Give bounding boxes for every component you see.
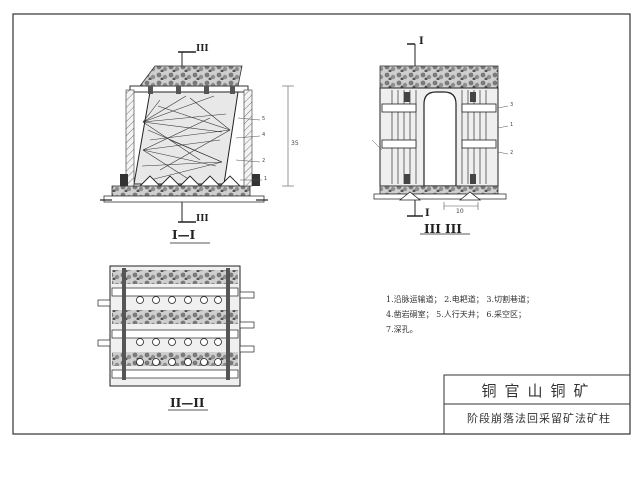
sheet-border <box>12 13 631 435</box>
section-label-ii-ii: II—II <box>170 396 205 410</box>
drawing-title: 阶段崩落法回采留矿法矿柱 <box>467 412 611 425</box>
dimension-height: 35 <box>291 140 299 147</box>
draw-point-grid <box>136 296 222 366</box>
rubble-cap-right <box>379 65 499 89</box>
callout-right-1: 1 <box>510 122 514 128</box>
section-label-i-i: I—I <box>172 228 196 242</box>
cut-marker-i-top: I <box>419 36 424 47</box>
callout-left-2: 2 <box>262 158 266 164</box>
legend: 1.沿脉运输道； 2.电耙道； 3.切割巷道； 4.凿岩硐室； 5.人行天井； … <box>386 292 616 337</box>
section-label-iii-iii: III III <box>424 222 462 236</box>
mine-name: 铜官山铜矿 <box>481 381 597 400</box>
section-i-i-drawing <box>100 51 294 244</box>
central-void <box>423 91 457 187</box>
callout-right-3: 3 <box>510 102 514 108</box>
section-ii-ii-drawing <box>97 265 255 411</box>
cut-marker-iii-top: III <box>196 44 209 54</box>
section-iii-iii-drawing <box>371 43 509 235</box>
legend-line-3: 7.深孔。 <box>386 325 418 334</box>
title-block-frame <box>443 374 631 435</box>
ore-body <box>133 91 239 185</box>
dimension-width: 10 <box>456 208 464 215</box>
cut-marker-iii-bottom: III <box>196 214 209 224</box>
legend-line-2: 4.凿岩硐室； 5.人行天井； 6.采空区； <box>386 310 526 319</box>
callout-left-4: 4 <box>262 132 266 138</box>
callout-right-2: 2 <box>510 150 514 156</box>
rubble-cap <box>139 65 243 87</box>
callout-left-5: 5 <box>262 116 266 122</box>
callout-left-1: 1 <box>264 176 268 182</box>
cut-marker-i-bottom: I <box>425 208 430 219</box>
legend-line-1: 1.沿脉运输道； 2.电耙道； 3.切割巷道； <box>386 295 534 304</box>
deep-hole-fans <box>141 95 231 181</box>
